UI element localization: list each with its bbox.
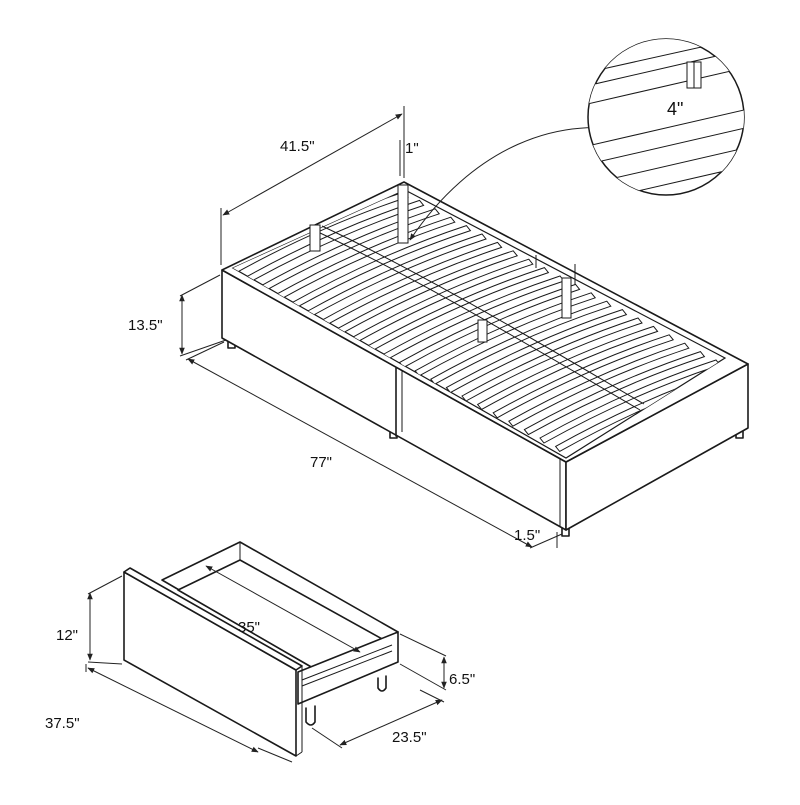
bed-height-label: 13.5" bbox=[128, 317, 163, 334]
drawer bbox=[123, 541, 399, 757]
drawer-wheel bbox=[305, 705, 316, 726]
drawer-inner-width-label: 35" bbox=[238, 619, 260, 636]
bed-slat bbox=[242, 199, 425, 285]
bed-slat bbox=[398, 283, 581, 369]
support-post bbox=[561, 277, 572, 319]
bed-frame bbox=[221, 181, 749, 537]
bed-slat bbox=[289, 225, 472, 310]
bed-slat bbox=[305, 233, 487, 318]
drawer-front-width-label: 37.5" bbox=[45, 715, 80, 732]
bed-slat bbox=[352, 258, 534, 343]
bed-slat bbox=[414, 292, 597, 377]
support-post bbox=[397, 184, 409, 244]
bed-width-label: 41.5" bbox=[280, 138, 315, 155]
bed-slat bbox=[336, 250, 519, 335]
bed-slat bbox=[523, 351, 706, 436]
slat-detail-callout: 4" bbox=[409, 38, 745, 241]
bed-bottom-offset-label: 1.5" bbox=[514, 527, 540, 544]
bed-slat bbox=[258, 208, 441, 293]
bed-dimensions: 41.5" 1" 13.5" 77" 1.5" bbox=[128, 106, 563, 549]
support-post bbox=[309, 224, 321, 252]
bed-slat bbox=[367, 267, 550, 352]
drawer-depth-label: 23.5" bbox=[392, 729, 427, 746]
bed-slat bbox=[508, 342, 690, 427]
bed-slat bbox=[320, 241, 503, 327]
bed-length-label: 77" bbox=[310, 454, 332, 471]
support-post bbox=[477, 319, 488, 343]
drawer-dimensions: 12" 35" 37.5" 23.5" 6.5" bbox=[45, 565, 475, 763]
drawer-wheel bbox=[377, 675, 387, 692]
bed-slat bbox=[492, 334, 675, 419]
drawer-height-label: 12" bbox=[56, 627, 78, 644]
drawer-box-height-label: 6.5" bbox=[449, 671, 475, 688]
bed-top-offset-label: 1" bbox=[405, 140, 419, 157]
slat-gap-label: 4" bbox=[667, 99, 683, 119]
